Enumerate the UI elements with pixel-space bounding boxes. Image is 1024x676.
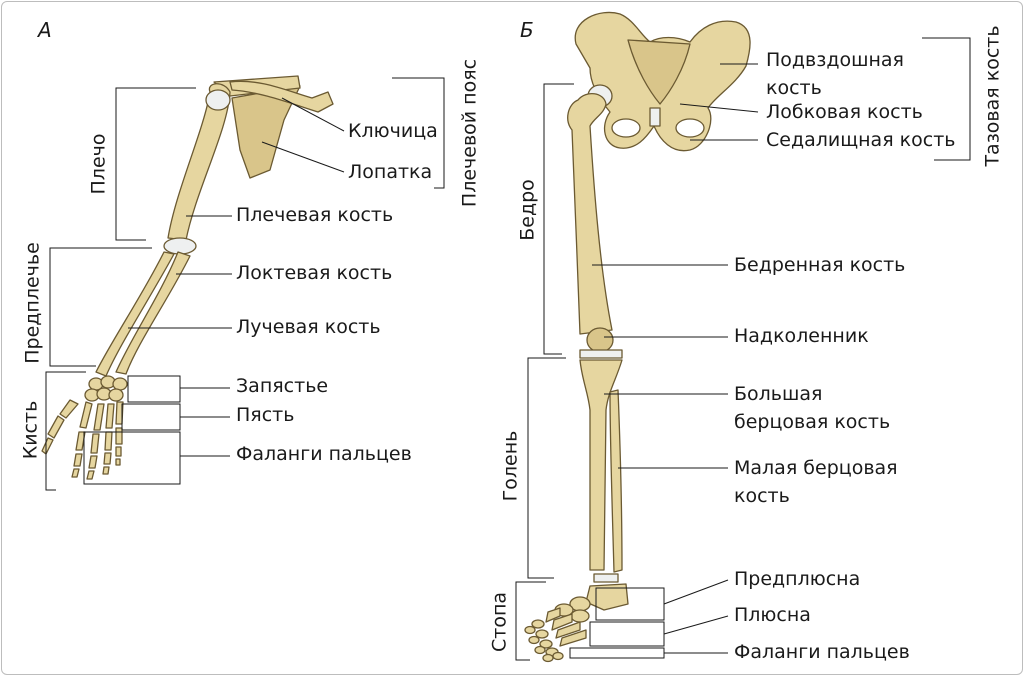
- label-humerus: Плечевая кость: [236, 204, 394, 226]
- label-ilium-line1: Подвздошная: [766, 49, 904, 71]
- clavicle-bone: [229, 80, 334, 113]
- group-pelvic-bone: Тазовая кость: [981, 25, 1004, 167]
- arm-skeleton: [41, 75, 334, 480]
- group-shoulder-girdle: Плечевой пояс: [458, 58, 481, 208]
- label-tarsus: Предплюсна: [734, 568, 861, 590]
- label-pubis: Лобковая кость: [766, 101, 923, 123]
- group-foot: Стопа: [488, 591, 511, 653]
- ulna-bone: [115, 251, 191, 375]
- panel-b-label: Б: [520, 18, 534, 42]
- fibula-bone: [609, 389, 623, 573]
- label-tibia-line1: Большая: [734, 383, 823, 405]
- group-thigh: Бедро: [516, 179, 539, 241]
- label-carpus: Запястье: [236, 375, 329, 397]
- label-fibula-line2: кость: [734, 485, 790, 507]
- femur-bone: [567, 93, 613, 335]
- metatarsal-bones: [545, 607, 587, 647]
- group-shin: Голень: [499, 430, 522, 502]
- patella-bone: [586, 327, 614, 353]
- label-radius: Лучевая кость: [236, 316, 381, 338]
- leader-lines: [45, 37, 971, 661]
- panel-a-label: А: [38, 18, 52, 42]
- label-metatarsus: Плюсна: [734, 604, 811, 626]
- label-clavicle: Ключица: [348, 120, 438, 142]
- label-finger-phalanges: Фаланги пальцев: [236, 443, 412, 465]
- label-ulna: Локтевая кость: [236, 262, 393, 284]
- toe-phalanges: [524, 619, 564, 663]
- sacrum-bone: [627, 39, 691, 105]
- label-metacarpus: Пясть: [236, 404, 295, 426]
- leg-skeleton: [524, 11, 751, 663]
- radius-bone: [95, 251, 175, 377]
- metacarpal-bones: [59, 399, 124, 431]
- label-fibula-line1: Малая берцовая: [734, 457, 898, 479]
- label-scapula: Лопатка: [348, 161, 433, 183]
- label-ilium-line2: кость: [766, 77, 822, 99]
- group-hand: Кисть: [19, 400, 42, 460]
- label-toe-phalanges: Фаланги пальцев: [734, 641, 910, 663]
- group-forearm: Предплечье: [21, 242, 44, 364]
- tibia-bone: [579, 359, 623, 571]
- label-tibia-line2: берцовая кость: [734, 411, 891, 433]
- label-ischium: Седалищная кость: [766, 129, 956, 151]
- group-upper-arm: Плечо: [87, 133, 110, 195]
- humerus-bone: [167, 83, 231, 241]
- label-patella: Надколенник: [734, 325, 869, 347]
- carpal-bones: [84, 375, 128, 402]
- label-femur: Бедренная кость: [734, 254, 906, 276]
